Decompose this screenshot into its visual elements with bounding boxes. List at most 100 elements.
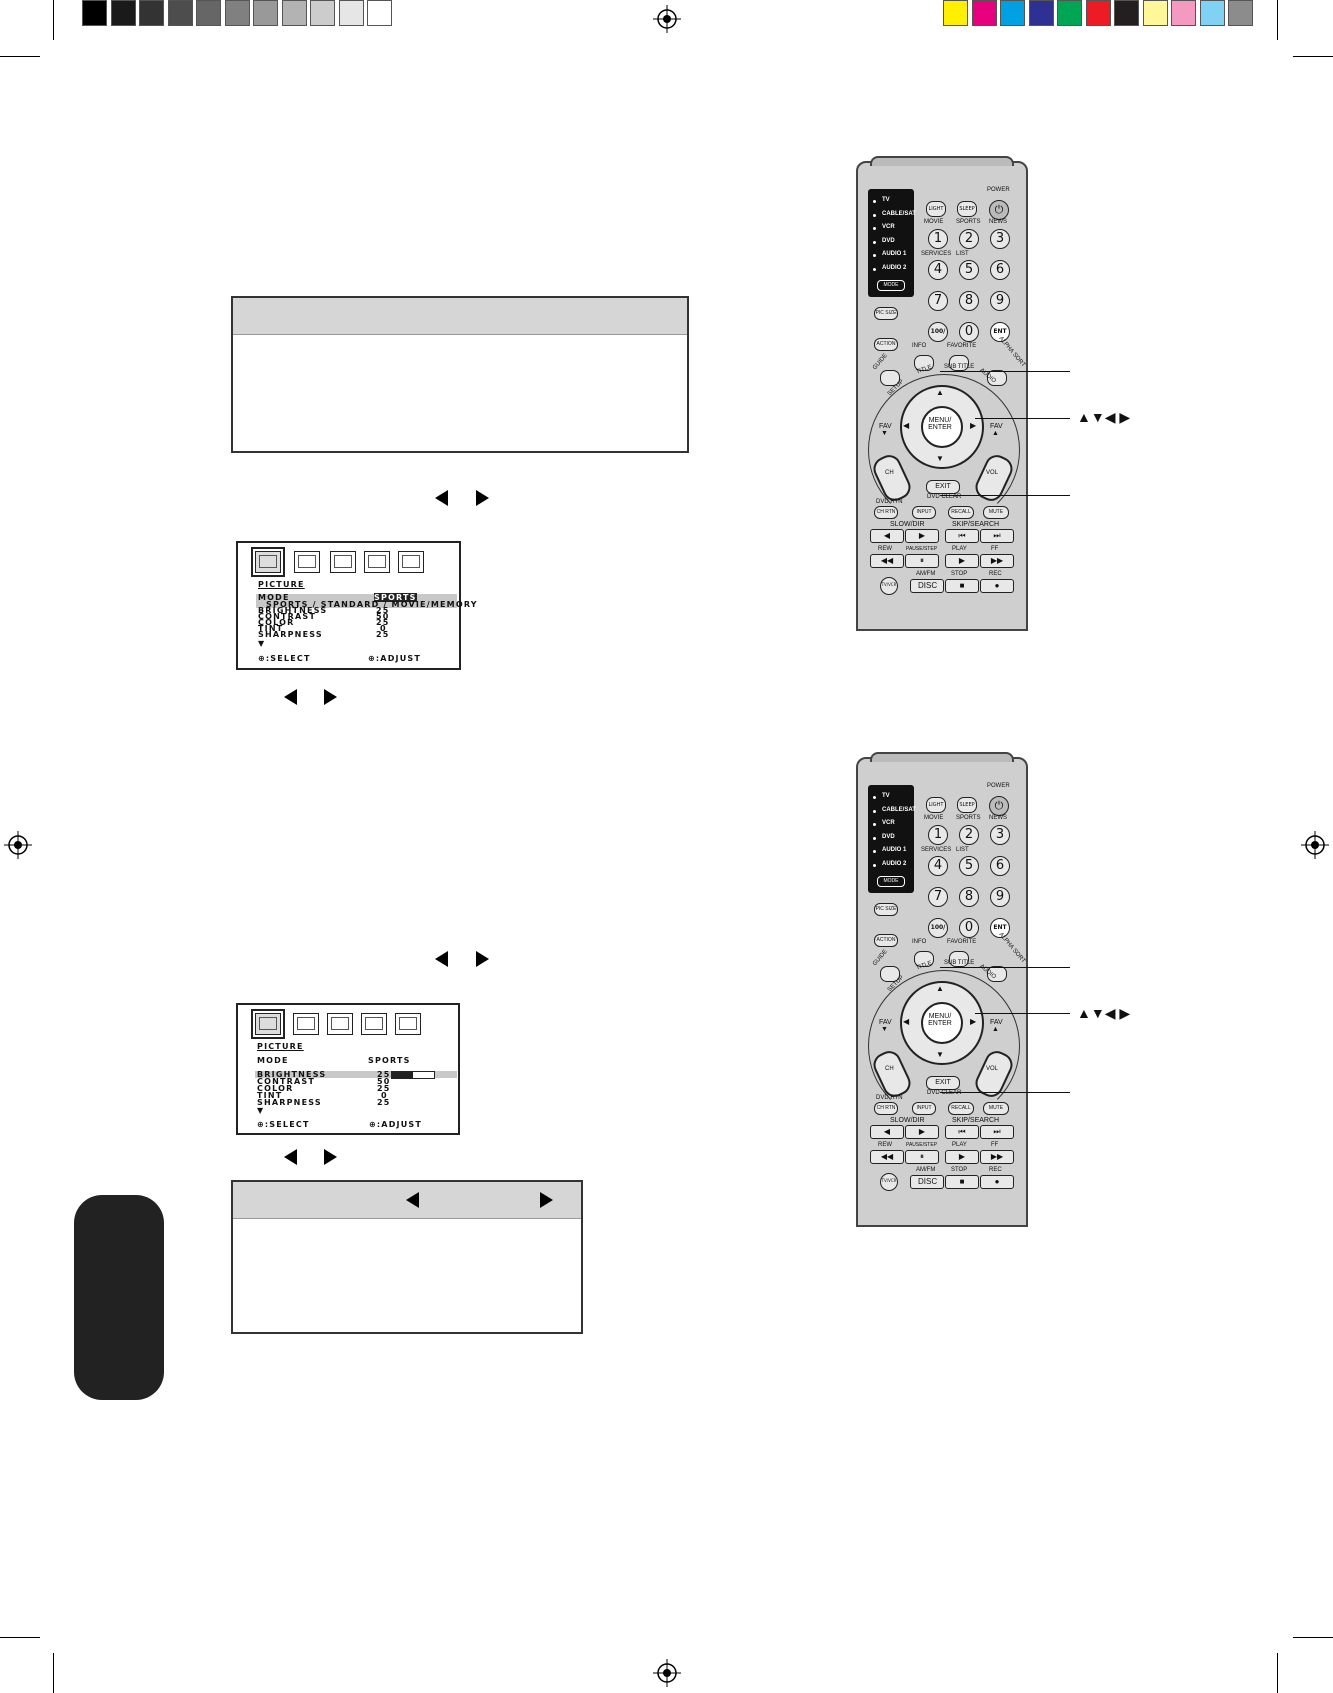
info-button[interactable]	[914, 355, 934, 371]
digit-button[interactable]: 3	[990, 229, 1010, 249]
slow-fwd-button[interactable]: ▶	[905, 529, 939, 543]
digit-button[interactable]: 9	[990, 887, 1010, 907]
number-label: SERVICES	[921, 251, 952, 257]
slow-fwd-button[interactable]: ▶	[905, 1125, 939, 1139]
dpad-ring[interactable]	[900, 385, 984, 469]
ff-button[interactable]: ▶▶	[980, 554, 1014, 568]
alpha-sort-button[interactable]	[987, 966, 1007, 982]
gray-swatch	[310, 0, 335, 26]
rew-button[interactable]: ◀◀	[870, 1150, 904, 1164]
digit-button[interactable]: 6	[990, 260, 1010, 280]
rec-button[interactable]: ●	[980, 1175, 1014, 1189]
action-button[interactable]: ACTION	[874, 338, 898, 351]
mode-button[interactable]: MODE	[877, 876, 905, 887]
sleep-button[interactable]: SLEEP	[957, 201, 977, 217]
menu-enter-button[interactable]	[921, 1002, 963, 1044]
light-button[interactable]: LIGHT	[926, 797, 946, 813]
lock-menu-icon	[395, 1013, 421, 1035]
sleep-button[interactable]: SLEEP	[957, 797, 977, 813]
guide-button[interactable]	[880, 966, 900, 982]
recall-button[interactable]: RECALL	[948, 1102, 974, 1115]
disc-button[interactable]	[910, 579, 944, 593]
skip-back-button[interactable]: ⏮	[945, 1125, 979, 1139]
digit-button[interactable]: 5	[959, 260, 979, 280]
digit-button[interactable]: 3	[990, 825, 1010, 845]
skip-fwd-button[interactable]: ⏭	[980, 1125, 1014, 1139]
exit-button[interactable]: EXIT	[926, 480, 960, 494]
digit-button[interactable]: 8	[959, 291, 979, 311]
rew-button[interactable]: ◀◀	[870, 554, 904, 568]
tv-vcr-button[interactable]: TV/VCR	[880, 577, 898, 595]
digit-button[interactable]: 4	[928, 260, 948, 280]
digit-button[interactable]: 8	[959, 887, 979, 907]
guide-button[interactable]	[880, 370, 900, 386]
disc-button[interactable]	[910, 1175, 944, 1189]
menu-enter-button[interactable]	[921, 406, 963, 448]
digit-button[interactable]: ENT	[990, 322, 1010, 342]
digit-button[interactable]: 1	[928, 229, 948, 249]
audio-menu-icon	[293, 1013, 319, 1035]
favorite-button[interactable]	[949, 951, 969, 967]
power-button[interactable]: ⏻	[989, 796, 1009, 816]
menu-row-label: MODE	[257, 1056, 289, 1065]
menu-row-value: 25	[376, 618, 390, 627]
mode-dot	[873, 836, 876, 840]
ch-rtn-button[interactable]: CH RTN	[874, 506, 898, 519]
stop-button[interactable]: ■	[945, 579, 979, 593]
skip-fwd-button[interactable]: ⏭	[980, 529, 1014, 543]
mode-dot	[873, 863, 876, 867]
info-button[interactable]	[914, 951, 934, 967]
menu-row-label: COLOR	[257, 1084, 294, 1093]
play-button[interactable]: ▶	[945, 1150, 979, 1164]
mute-button[interactable]: MUTE	[983, 1102, 1009, 1115]
digit-button[interactable]: 100/	[928, 322, 948, 342]
favorite-button[interactable]	[949, 355, 969, 371]
down-arrow-icon: ▼	[936, 1050, 944, 1059]
pause-step-button[interactable]: ⏸	[905, 1150, 939, 1164]
digit-button[interactable]: 7	[928, 291, 948, 311]
stop-button[interactable]: ■	[945, 1175, 979, 1189]
tv-vcr-button[interactable]: TV/VCR	[880, 1173, 898, 1191]
pic-size-button[interactable]: PIC SIZE	[874, 307, 898, 320]
digit-button[interactable]: 0	[959, 918, 979, 938]
digit-button[interactable]: 5	[959, 856, 979, 876]
exit-button[interactable]: EXIT	[926, 1076, 960, 1090]
input-button[interactable]: INPUT	[912, 1102, 936, 1115]
slow-rev-button[interactable]: ◀	[870, 529, 904, 543]
number-label: LIST	[956, 847, 969, 853]
digit-button[interactable]: 100/	[928, 918, 948, 938]
mode-dot	[873, 850, 876, 853]
pic-size-button[interactable]: PIC SIZE	[874, 903, 898, 916]
menu-row-value: 25	[377, 1098, 391, 1107]
input-button[interactable]: INPUT	[912, 506, 936, 519]
slow-rev-button[interactable]: ◀	[870, 1125, 904, 1139]
rew-label: REW	[878, 546, 892, 552]
menu-row-label: SHARPNESS	[258, 630, 323, 639]
pause-step-button[interactable]: ⏸	[905, 554, 939, 568]
rec-button[interactable]: ●	[980, 579, 1014, 593]
alpha-sort-button[interactable]	[987, 370, 1007, 386]
play-button[interactable]: ▶	[945, 554, 979, 568]
gray-swatch	[110, 0, 136, 26]
digit-button[interactable]: 9	[990, 291, 1010, 311]
recall-button[interactable]: RECALL	[948, 506, 974, 519]
power-button[interactable]: ⏻	[989, 200, 1009, 220]
digit-button[interactable]: 7	[928, 887, 948, 907]
skip-back-button[interactable]: ⏮	[945, 529, 979, 543]
digit-button[interactable]: 1	[928, 825, 948, 845]
mode-button[interactable]: MODE	[877, 280, 905, 291]
mute-button[interactable]: MUTE	[983, 506, 1009, 519]
mode-label: VCR	[882, 820, 895, 826]
digit-button[interactable]: 2	[959, 825, 979, 845]
action-button[interactable]: ACTION	[874, 934, 898, 947]
crop-mark	[1277, 1653, 1278, 1693]
registration-mark-icon	[653, 5, 681, 33]
digit-button[interactable]: ENT	[990, 918, 1010, 938]
digit-button[interactable]: 2	[959, 229, 979, 249]
digit-button[interactable]: 4	[928, 856, 948, 876]
digit-button[interactable]: 6	[990, 856, 1010, 876]
digit-button[interactable]: 0	[959, 322, 979, 342]
ch-rtn-button[interactable]: CH RTN	[874, 1102, 898, 1115]
ff-button[interactable]: ▶▶	[980, 1150, 1014, 1164]
light-button[interactable]: LIGHT	[926, 201, 946, 217]
